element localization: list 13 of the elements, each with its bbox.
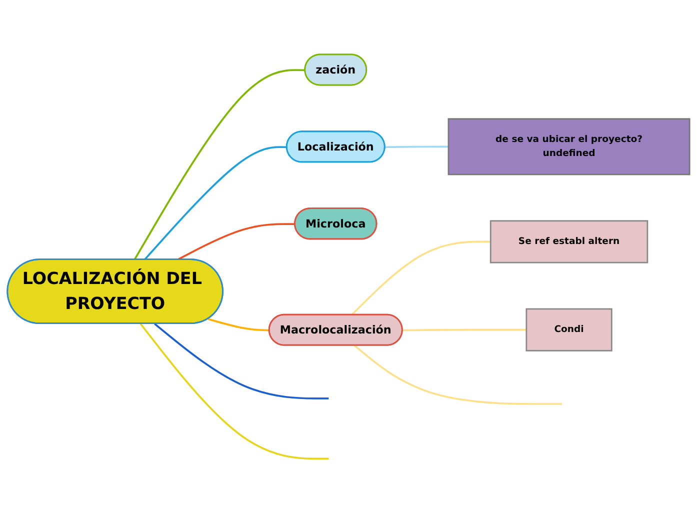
connector-line [402,328,526,332]
connector-line [144,146,288,260]
connector-line [351,240,491,316]
connector-line [385,146,448,148]
connector-line [208,318,270,332]
connector-line [154,323,329,400]
connector-line [134,69,306,260]
connector-line [140,323,329,460]
connector-line [176,223,296,261]
node-box: de se va ubicar el proyecto?undefined [448,118,690,176]
connector-line [354,344,562,405]
node-box: Se ref establ altern [490,220,648,264]
node-box: Condi [526,308,612,352]
